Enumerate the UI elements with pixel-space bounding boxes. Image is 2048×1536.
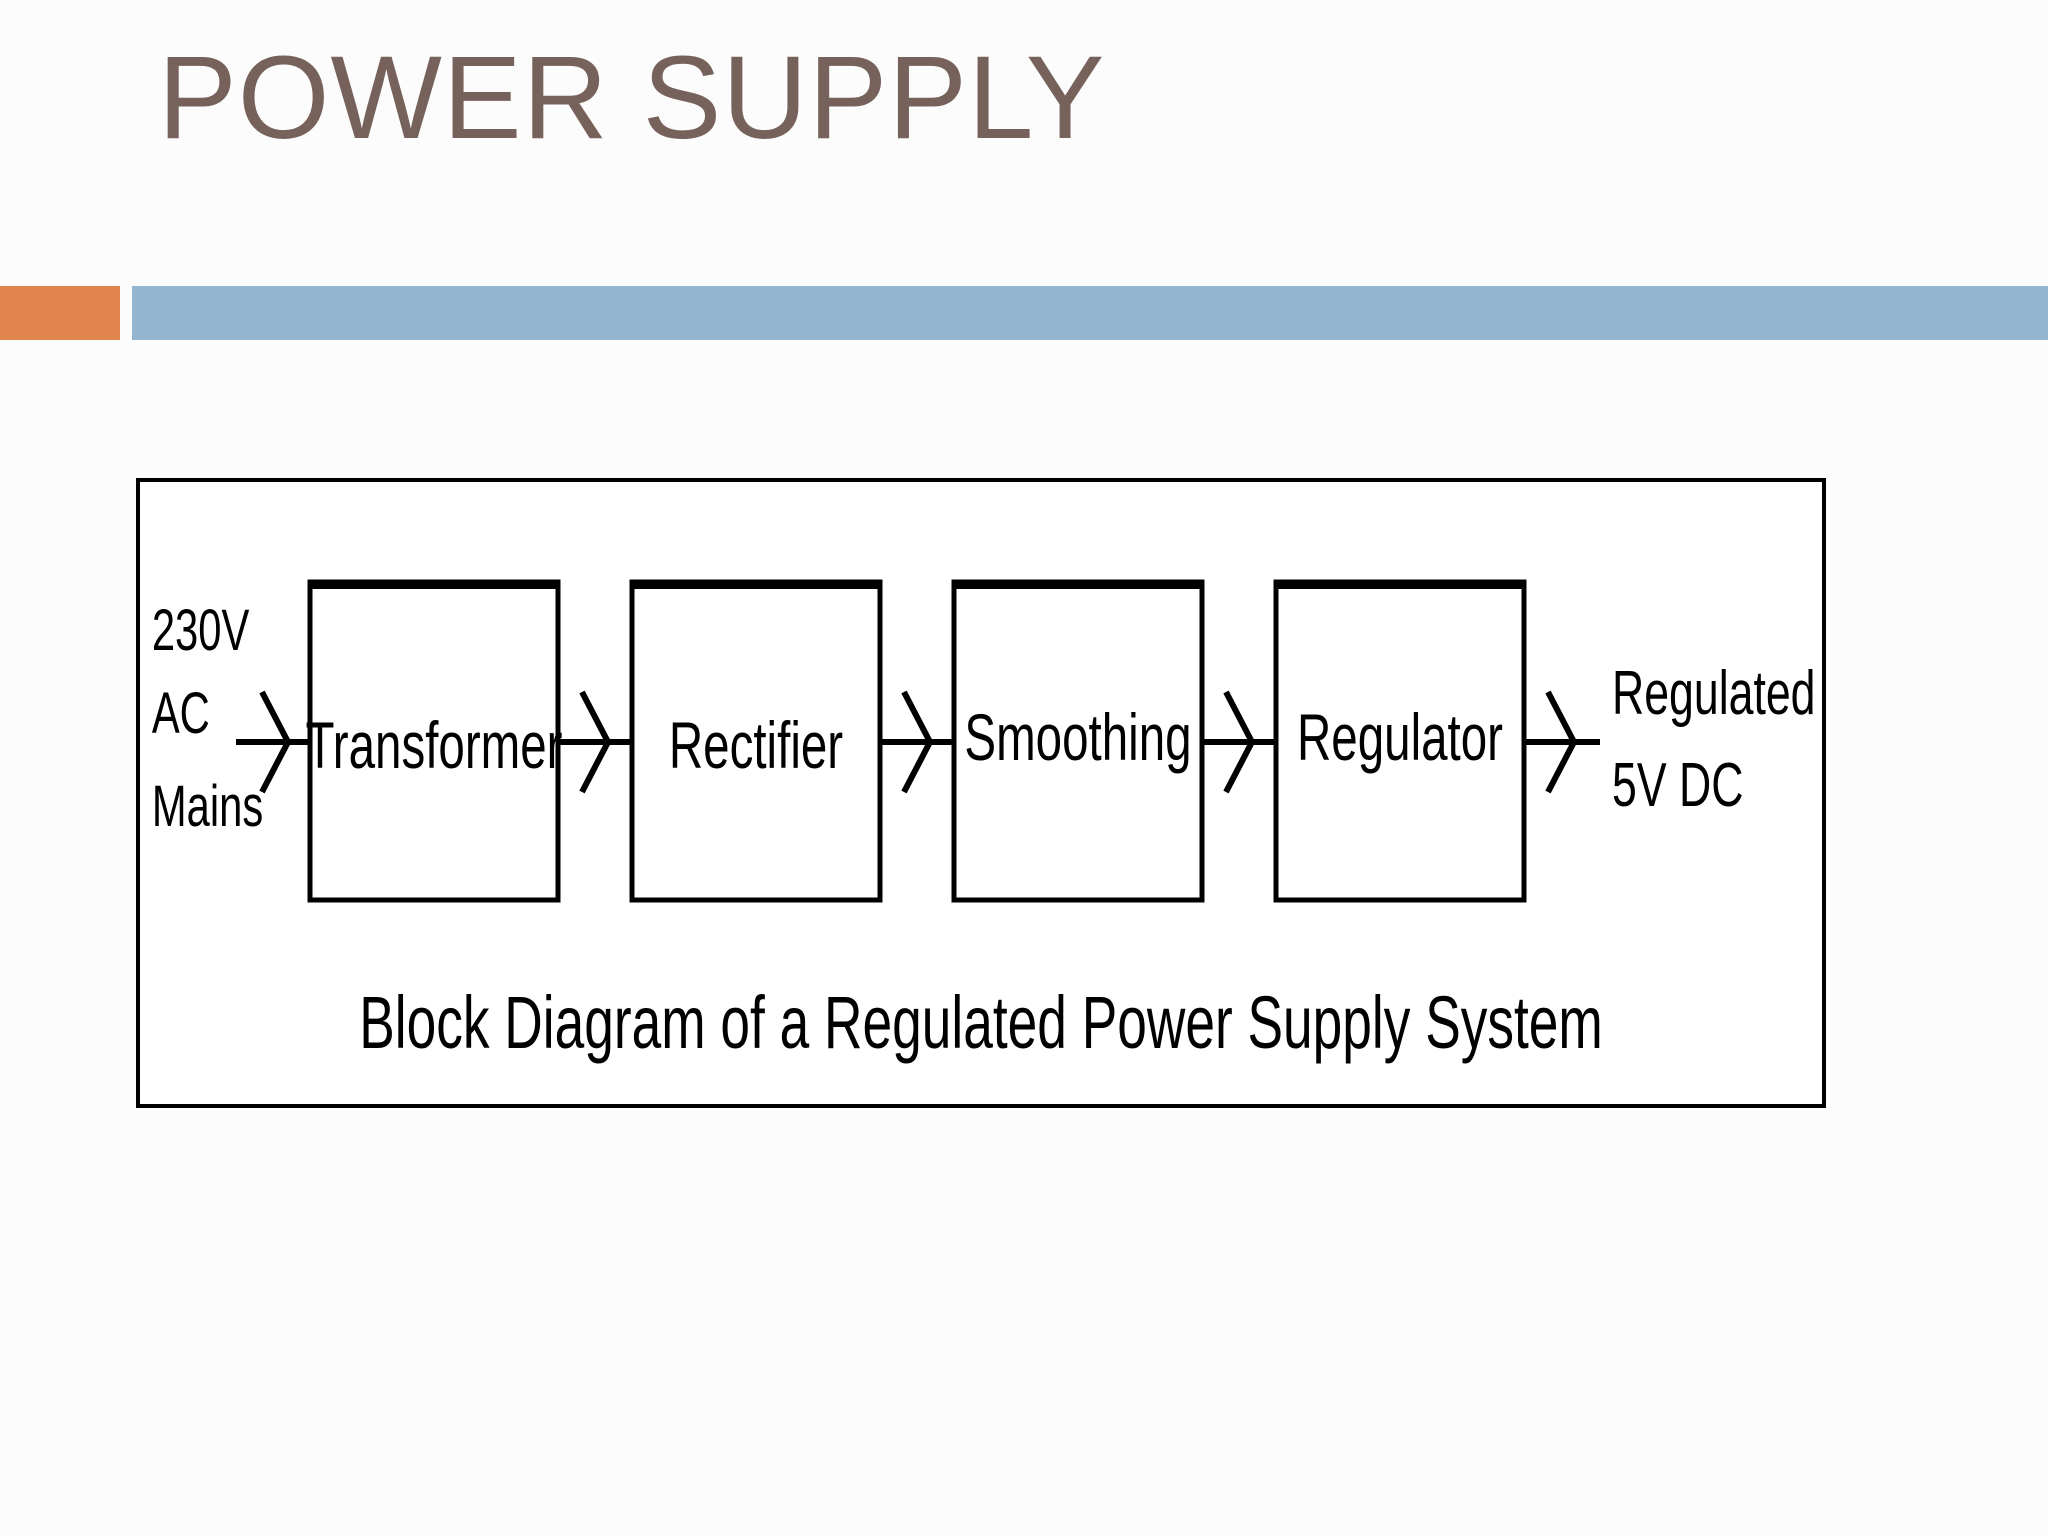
arrow-head-icon bbox=[1223, 690, 1256, 794]
block-top-edge bbox=[954, 580, 1202, 589]
block-label: Smoothing bbox=[964, 701, 1191, 774]
block-regulator: Regulator bbox=[1273, 579, 1527, 903]
input-label-line3: Mains bbox=[152, 773, 263, 838]
connectors bbox=[236, 690, 1600, 794]
block-top-edge bbox=[632, 580, 880, 589]
accent-bar bbox=[0, 286, 120, 340]
block-label: Transformer bbox=[306, 709, 563, 782]
input-label-line1: 230V bbox=[152, 597, 250, 662]
block-box bbox=[1273, 579, 1527, 903]
arrow-head-icon bbox=[901, 690, 934, 794]
header-rule-bar bbox=[132, 286, 2048, 340]
output-label-line2: 5V DC bbox=[1612, 751, 1743, 820]
block-top-edge bbox=[310, 580, 558, 589]
block-label: Rectifier bbox=[669, 709, 843, 782]
block-diagram: 230V AC Mains Transformer bbox=[136, 478, 1826, 1110]
arrow-head-icon bbox=[579, 690, 612, 794]
block-transformer: Transformer bbox=[306, 579, 563, 903]
arrow-head-icon bbox=[259, 690, 292, 794]
block-rectifier: Rectifier bbox=[629, 579, 883, 903]
slide-title: POWER SUPPLY bbox=[158, 32, 1106, 164]
block-top-edge bbox=[1276, 580, 1524, 589]
block-box bbox=[951, 579, 1205, 903]
block-diagram-svg: 230V AC Mains Transformer bbox=[136, 478, 1826, 1108]
arrow-head-icon bbox=[1545, 690, 1578, 794]
diagram-caption: Block Diagram of a Regulated Power Suppl… bbox=[359, 981, 1603, 1064]
block-box bbox=[307, 579, 561, 903]
output-label-line1: Regulated bbox=[1612, 659, 1815, 728]
block-box bbox=[629, 579, 883, 903]
block-smoothing: Smoothing bbox=[951, 579, 1205, 903]
block-label: Regulator bbox=[1297, 701, 1503, 774]
input-label-line2: AC bbox=[152, 680, 210, 745]
